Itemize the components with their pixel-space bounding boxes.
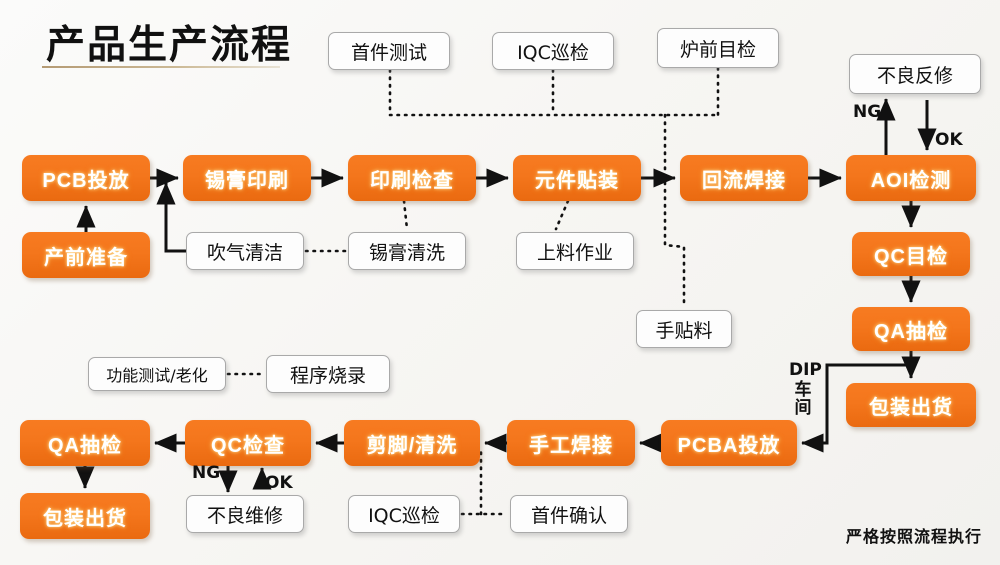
chip-iqc-patrol-top[interactable]: IQC巡检 bbox=[492, 32, 614, 70]
node-pre-prep[interactable]: 产前准备 bbox=[22, 232, 150, 278]
node-qa-sample-bot[interactable]: QA抽检 bbox=[20, 420, 150, 466]
edge-label-dip: DIP bbox=[789, 360, 822, 380]
chip-air-blow-clean[interactable]: 吹气清洁 bbox=[186, 232, 304, 270]
node-manual-solder[interactable]: 手工焊接 bbox=[507, 420, 635, 466]
dotted-bus-to-lower bbox=[663, 113, 686, 308]
dotted-mount-to-feeding bbox=[554, 199, 570, 231]
node-pack-ship-bot[interactable]: 包装出货 bbox=[20, 493, 150, 539]
dotted-inspect-to-pasteclean bbox=[402, 199, 409, 231]
node-qc-check[interactable]: QC检查 bbox=[185, 420, 311, 466]
edge-label-qc-ng: NG bbox=[192, 463, 221, 483]
chip-defect-repair[interactable]: 不良维修 bbox=[186, 495, 304, 533]
node-qc-visual[interactable]: QC目检 bbox=[852, 232, 970, 276]
node-aoi[interactable]: AOI检测 bbox=[846, 155, 976, 201]
node-qa-sample-top[interactable]: QA抽检 bbox=[852, 307, 970, 351]
chip-pre-oven-visual[interactable]: 炉前目检 bbox=[657, 28, 779, 68]
edge-label-aoi-ng: NG bbox=[853, 102, 882, 122]
footer-note: 严格按照流程执行 bbox=[845, 527, 982, 546]
node-solder-print[interactable]: 锡膏印刷 bbox=[183, 155, 311, 201]
node-pack-ship-top[interactable]: 包装出货 bbox=[846, 383, 976, 427]
node-smt-mount[interactable]: 元件贴装 bbox=[513, 155, 641, 201]
node-pcba-feed[interactable]: PCBA投放 bbox=[661, 420, 797, 466]
chip-defect-rework[interactable]: 不良反修 bbox=[849, 54, 981, 94]
node-print-inspect[interactable]: 印刷检查 bbox=[348, 155, 476, 201]
node-pcb-feed[interactable]: PCB投放 bbox=[22, 155, 150, 201]
chip-manual-place[interactable]: 手贴料 bbox=[636, 310, 732, 348]
edge-label-dip-workshop: 车间 bbox=[794, 380, 812, 418]
page-title: 产品生产流程 bbox=[46, 23, 293, 68]
chip-iqc-patrol-bot[interactable]: IQC巡检 bbox=[348, 495, 460, 533]
node-cut-clean[interactable]: 剪脚/清洗 bbox=[344, 420, 480, 466]
chip-solder-paste-clean[interactable]: 锡膏清洗 bbox=[348, 232, 466, 270]
chip-first-article-ok[interactable]: 首件确认 bbox=[510, 495, 628, 533]
node-reflow[interactable]: 回流焊接 bbox=[680, 155, 808, 201]
edge-label-qc-ok: OK bbox=[265, 473, 293, 493]
chip-func-test-burnin[interactable]: 功能测试/老化 bbox=[88, 357, 226, 391]
title-underline bbox=[42, 66, 280, 68]
chip-feeding-work[interactable]: 上料作业 bbox=[516, 232, 634, 270]
edge-label-aoi-ok: OK bbox=[935, 130, 963, 150]
chip-program-burn[interactable]: 程序烧录 bbox=[266, 355, 390, 393]
chip-first-article-test[interactable]: 首件测试 bbox=[328, 32, 450, 70]
